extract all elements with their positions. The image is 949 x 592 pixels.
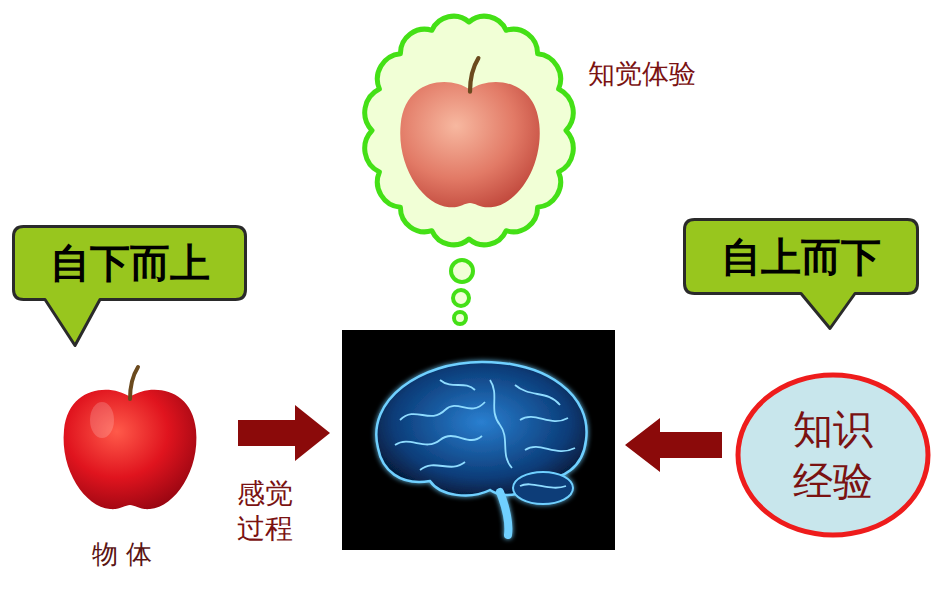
cloud-outline — [365, 16, 573, 245]
thought-cloud: 知觉体验 — [358, 8, 580, 253]
brain-image — [376, 362, 586, 535]
callout-outline — [685, 220, 918, 329]
node-outline — [358, 8, 580, 253]
text-holder: 知觉体验 — [588, 56, 696, 91]
label-text: 物 体 — [92, 538, 152, 571]
knowledge-circle: 知识 经验 — [735, 372, 931, 538]
text-holder: 知识 经验 — [735, 372, 931, 538]
node-text: 自上而下 — [721, 231, 881, 283]
callout-box: 自下而上 — [12, 225, 247, 347]
callout-outline — [14, 227, 246, 346]
node-text: 知识 经验 — [789, 403, 877, 507]
text-holder: 自上而下 — [683, 218, 919, 295]
thought-tail — [454, 312, 466, 324]
node-outline — [735, 372, 931, 538]
arrow-symbol — [625, 418, 722, 472]
object-label: 物 体 — [92, 538, 152, 571]
arrow-symbol — [238, 405, 330, 461]
text-holder: 自下而上 — [12, 225, 247, 301]
brain-panel — [342, 330, 615, 550]
label-text: 感觉 过程 — [237, 476, 297, 546]
circle-outline — [738, 375, 928, 535]
node-text: 自下而上 — [50, 237, 210, 289]
thought-tail — [451, 260, 473, 282]
callout-box: 自上而下 — [683, 218, 919, 330]
process-label: 感觉 过程 — [237, 476, 297, 546]
apple-object — [64, 367, 197, 509]
thought-tail — [453, 290, 469, 306]
node-text: 知觉体验 — [588, 56, 696, 91]
